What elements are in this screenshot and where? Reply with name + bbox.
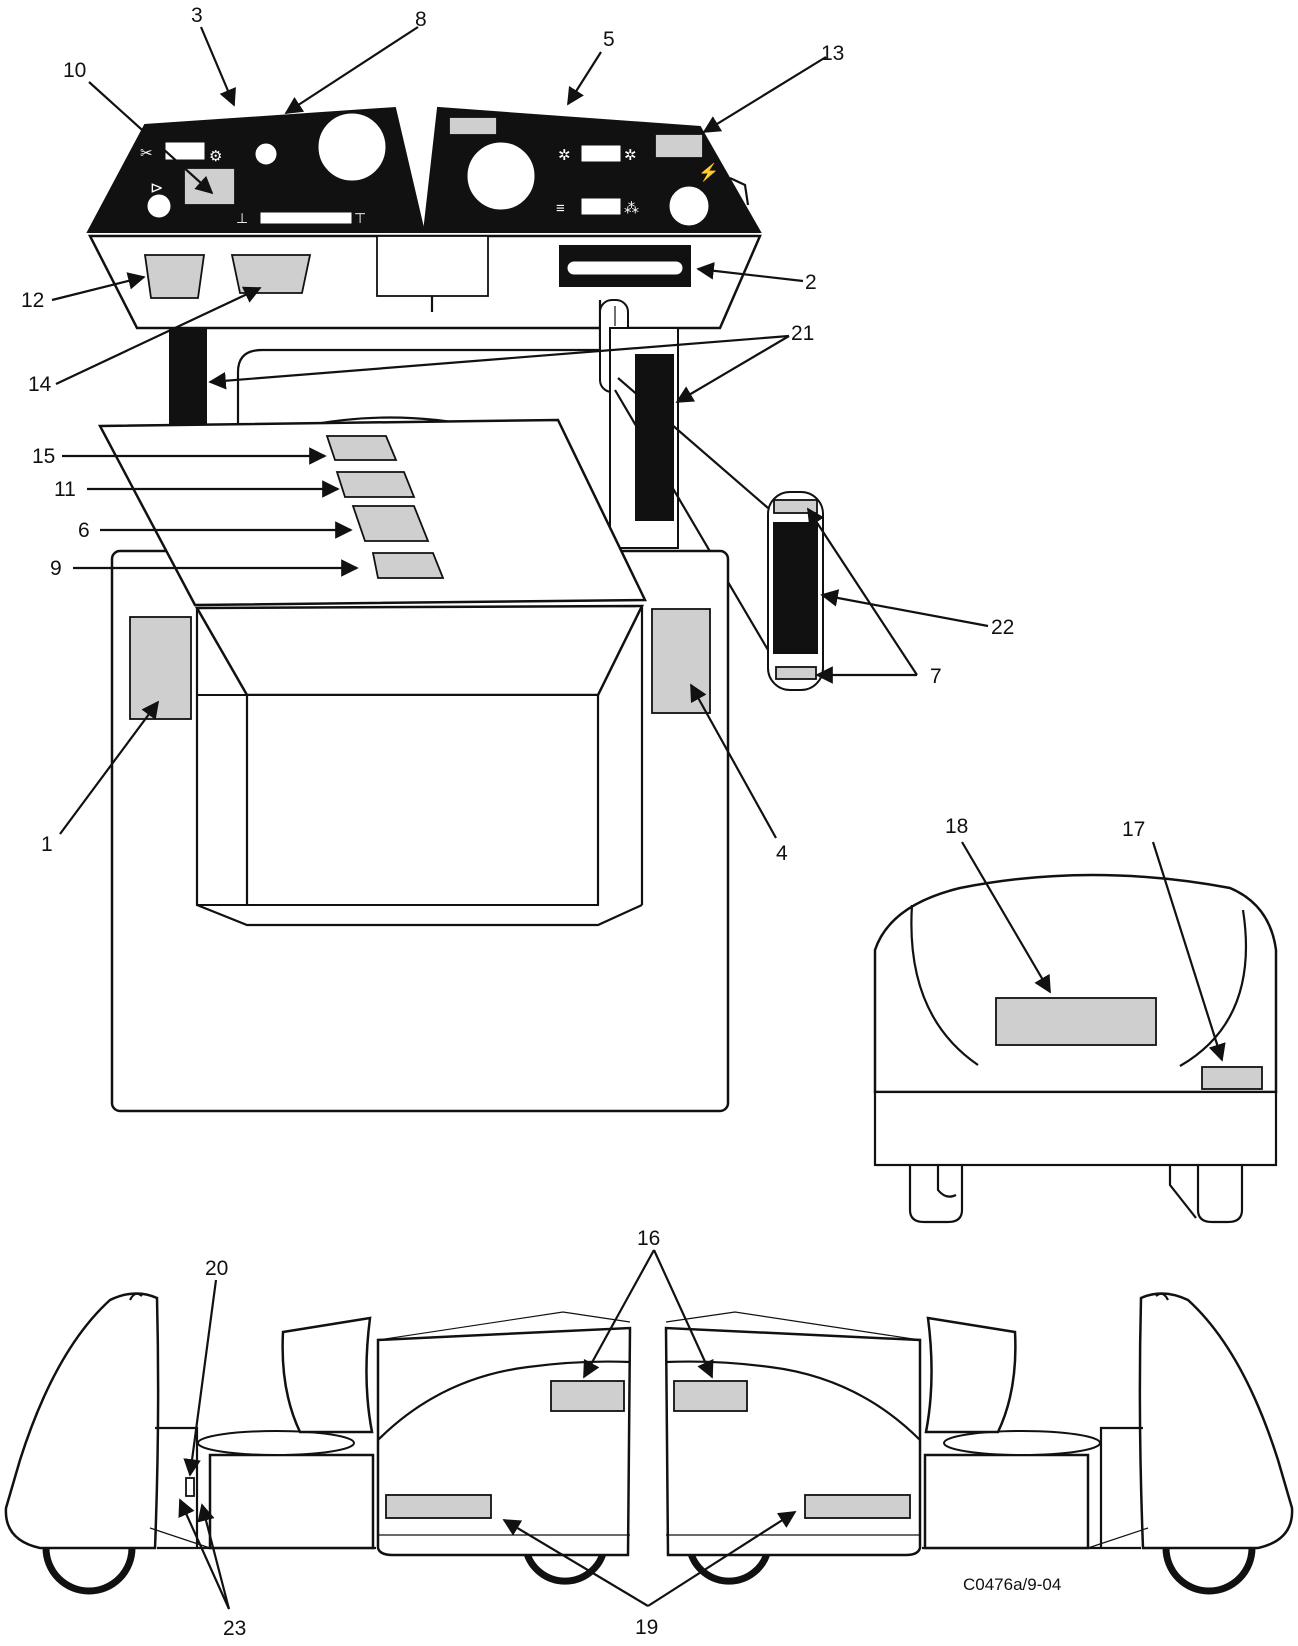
callout-3: 3: [191, 4, 203, 27]
callout-14: 14: [28, 373, 52, 396]
decal-18: [995, 997, 1157, 1046]
lever-slot: [260, 212, 352, 224]
callout-labels: 3 8 5 13 10 12 2 14 21 15 11 6 9 22 7 1 …: [21, 4, 1145, 1640]
gauge-left: [318, 113, 386, 181]
rear-view: [873, 873, 1278, 1224]
left-side-view: [4, 1292, 632, 1595]
callout-17: 17: [1122, 818, 1145, 841]
decal-5: [448, 116, 498, 136]
console-housing: [87, 234, 762, 330]
decal-22: [773, 522, 818, 654]
callout-22: 22: [991, 616, 1014, 639]
fan-low-icon: ✲: [558, 147, 571, 164]
lightning-icon: ⚡: [698, 162, 719, 183]
tool-icon: ⚙: [209, 148, 222, 165]
main-brush-icon: ⁂: [624, 200, 639, 217]
figure-code: C0476a/9-04: [963, 1575, 1061, 1594]
key-switch: [669, 186, 709, 226]
callout-23: 23: [223, 1617, 246, 1640]
decal-7-top: [773, 499, 818, 514]
callout-19: 19: [635, 1616, 658, 1639]
callout-11: 11: [54, 478, 76, 501]
callout-9: 9: [50, 557, 62, 580]
callout-2: 2: [805, 271, 817, 294]
decal-6: [351, 505, 430, 542]
handle-detail: [767, 491, 824, 691]
brush-switch: [581, 198, 621, 215]
callout-15: 15: [32, 445, 55, 468]
decal-19-left: [385, 1494, 492, 1519]
wrench-icon: ✂: [140, 145, 153, 162]
decal-16-left: [550, 1380, 625, 1412]
decal-19-right: [804, 1494, 911, 1519]
callout-20: 20: [205, 1257, 228, 1280]
side-brush-icon: ≡: [556, 200, 565, 217]
leader-lines: [51, 26, 1226, 1610]
right-side-view: [664, 1292, 1294, 1595]
column-assembly: [169, 299, 769, 651]
callout-18: 18: [945, 815, 968, 838]
decal-4: [651, 608, 711, 714]
small-knob: [255, 143, 277, 165]
callout-21: 21: [791, 322, 814, 345]
callout-10: 10: [63, 59, 86, 82]
decal-17: [1201, 1066, 1263, 1090]
decal-21-right: [635, 354, 674, 521]
callout-4: 4: [776, 842, 788, 865]
callout-6: 6: [78, 519, 90, 542]
callout-5: 5: [603, 28, 615, 51]
decal-12: [143, 254, 206, 299]
brush-up-icon: ⊤: [354, 210, 366, 226]
brush-down-icon: ⊥: [236, 210, 248, 226]
dashboard-panel: ✂ ⚙ ⊳ ⊥ ⊤ ✲ ✲ ≡ ⁂ ⚡: [86, 106, 762, 233]
callout-16: 16: [637, 1227, 660, 1250]
horn-button: [147, 194, 171, 218]
decal-14: [230, 254, 312, 294]
decal-21-left: [169, 327, 207, 427]
decal-16-right: [673, 1380, 748, 1412]
callout-1: 1: [41, 833, 53, 856]
decal-7-bottom: [775, 666, 817, 680]
callout-13: 13: [821, 42, 844, 65]
decal-20: [185, 1477, 195, 1497]
gauge-right: [467, 142, 535, 210]
decal-11: [335, 471, 416, 498]
decal-9: [371, 552, 445, 579]
horn-icon: ⊳: [150, 180, 163, 197]
callout-7: 7: [930, 665, 942, 688]
decal-1: [129, 616, 192, 720]
decal-15: [325, 435, 398, 461]
fan-high-icon: ✲: [624, 147, 637, 164]
callout-8: 8: [415, 8, 427, 31]
hopper-body: [97, 416, 730, 1113]
fan-switch: [581, 145, 621, 162]
decal-13: [654, 133, 704, 159]
callout-12: 12: [21, 289, 44, 312]
